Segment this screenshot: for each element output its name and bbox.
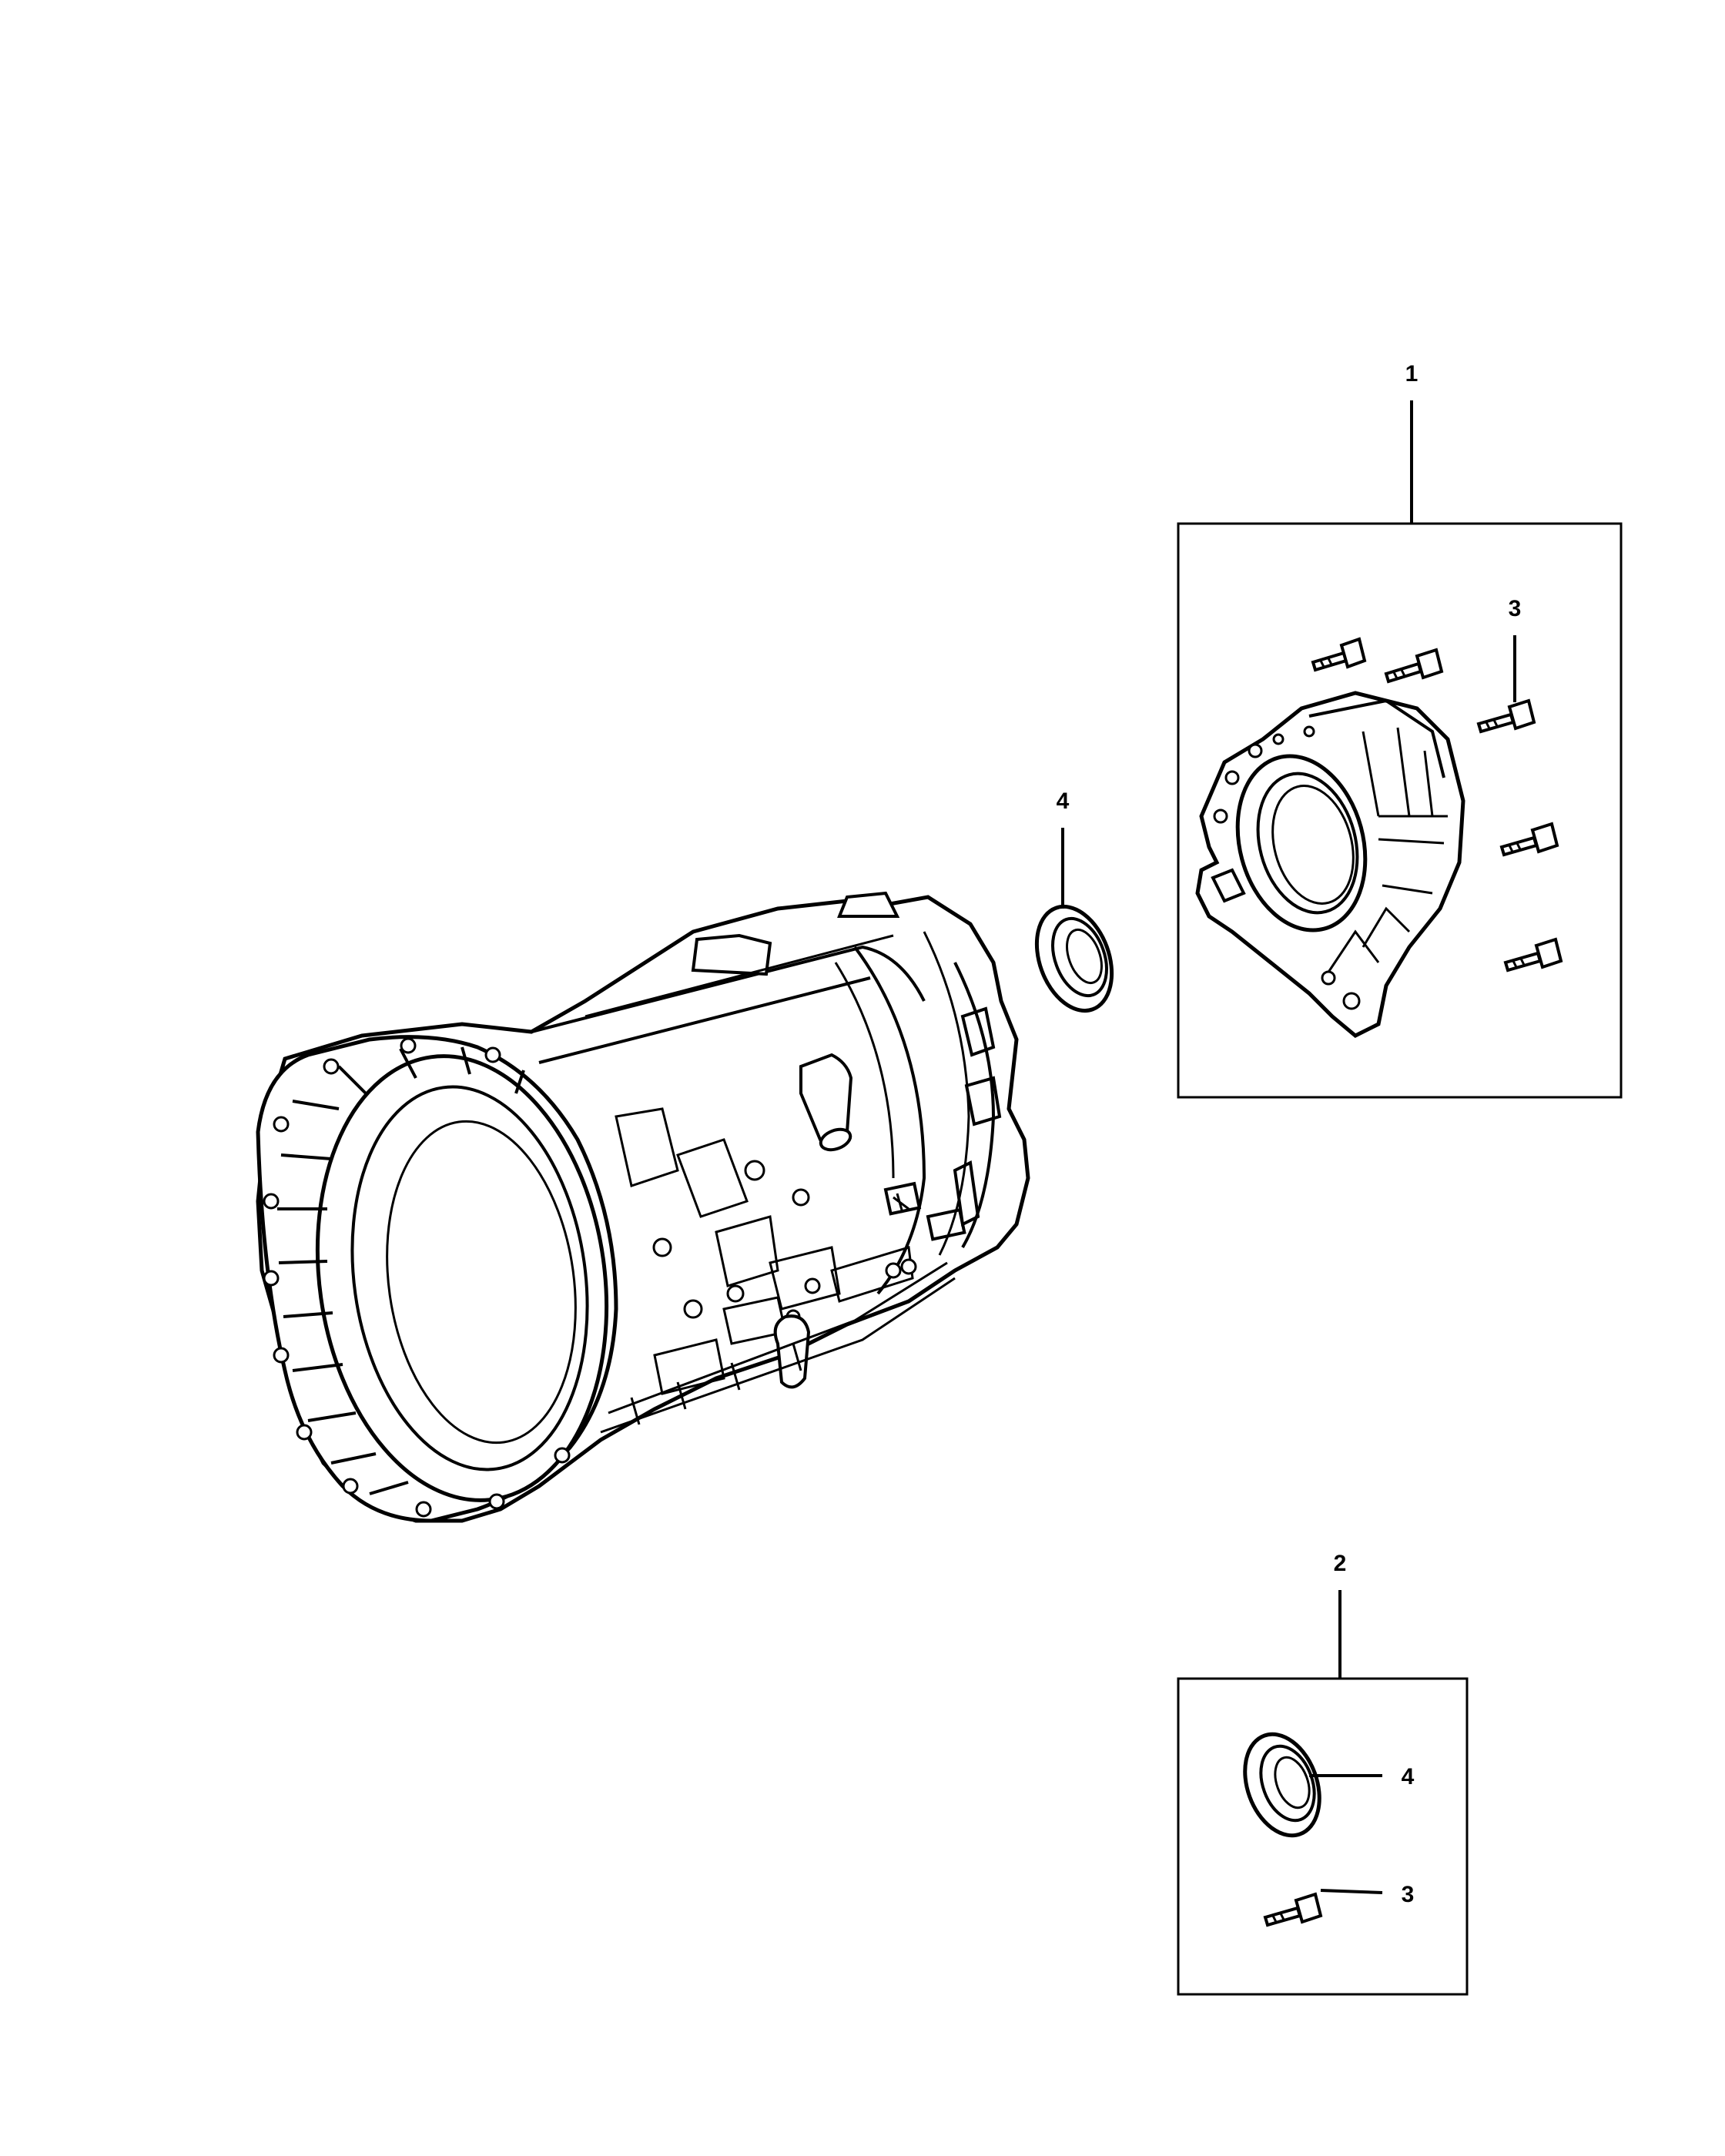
- output-seal: [1034, 904, 1114, 1013]
- callout-kit-1: 1: [1405, 361, 1419, 387]
- kit-1-box: [1177, 522, 1623, 1099]
- bolt-leader-kit2: [1320, 1889, 1383, 1894]
- kit-2-box: [1177, 1677, 1469, 1996]
- callout-seal-main: 4: [1057, 788, 1070, 814]
- callout-bolt-kit1: 3: [1509, 596, 1522, 621]
- extension-housing: [1195, 691, 1465, 1038]
- output-seal-kit2: [1243, 1732, 1321, 1838]
- extension-bolts: [1311, 637, 1563, 973]
- callout-seal-kit2: 4: [1402, 1764, 1415, 1789]
- transmission-case: [256, 891, 1030, 1523]
- callout-kit-2: 2: [1334, 1551, 1347, 1576]
- callout-bolt-kit2: 3: [1402, 1882, 1415, 1907]
- extension-bolt-kit2: [1263, 1892, 1323, 1927]
